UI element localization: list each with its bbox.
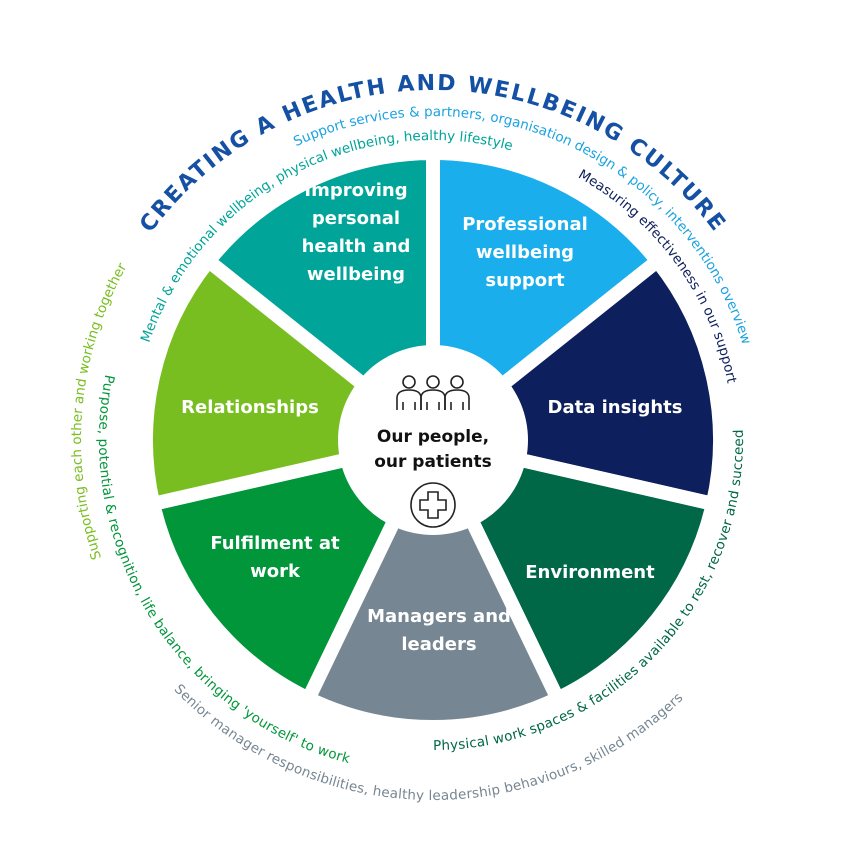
segment-label-relationships: Relationships	[181, 397, 319, 418]
medical-cross-icon	[410, 482, 456, 528]
segment-label-personal: Improving	[304, 180, 407, 201]
segment-label-data: Data insights	[548, 397, 683, 418]
people-group-icon	[396, 375, 470, 410]
center-label-line2: our patients	[374, 452, 492, 472]
segment-label-professional: wellbeing	[476, 242, 574, 263]
segment-managers	[301, 487, 565, 734]
segment-fulfilment	[146, 446, 414, 706]
segment-label-personal: wellbeing	[307, 264, 405, 285]
segment-label-personal: health and	[302, 236, 411, 257]
segment-label-managers: Managers and	[367, 606, 511, 627]
center-hub: Our people, our patients	[338, 345, 528, 535]
segment-personal	[201, 146, 440, 410]
segment-label-environment: Environment	[525, 562, 655, 583]
segment-label-professional: support	[485, 270, 565, 291]
center-label-line1: Our people,	[377, 427, 489, 447]
segment-professional	[426, 146, 665, 410]
segment-label-professional: Professional	[462, 214, 588, 235]
segment-label-fulfilment: Fulfilment at	[210, 533, 340, 554]
segment-label-fulfilment: work	[250, 561, 301, 582]
segment-environment	[452, 446, 720, 706]
segment-label-personal: personal	[312, 208, 400, 229]
segment-relationships	[139, 254, 394, 511]
segment-data	[472, 254, 727, 511]
segment-label-managers: leaders	[401, 634, 476, 655]
